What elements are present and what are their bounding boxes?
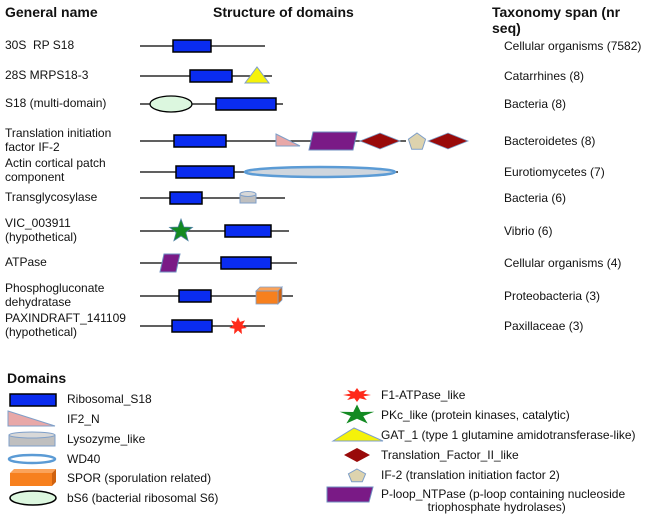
header-taxonomy: Taxonomy span (nr seq) <box>492 4 621 36</box>
row-general-name: VIC_003911(hypothetical) <box>5 216 78 244</box>
legend-label: Lysozyme_like <box>67 432 146 446</box>
legend-label: GAT_1 (type 1 glutamine amidotransferase… <box>381 428 636 442</box>
legend-label: Ribosomal_S18 <box>67 392 152 406</box>
lysozyme-like-domain <box>239 191 257 204</box>
spor-domain <box>255 286 283 305</box>
f1-atpase-like-domain <box>229 317 247 335</box>
legend-label: IF-2 (translation initiation factor 2) <box>381 468 560 482</box>
legend-swatch <box>347 468 367 483</box>
protein-row <box>140 217 289 242</box>
translation-factor-ii-like-domain <box>426 132 470 150</box>
legend-label: F1-ATPase_like <box>381 388 466 402</box>
legend-label: PKc_like (protein kinases, catalytic) <box>381 408 570 422</box>
row-taxonomy: Paxillaceae (3) <box>504 319 584 333</box>
legend-label: Translation_Factor_II_like <box>381 448 519 462</box>
row-taxonomy: Proteobacteria (3) <box>504 289 601 303</box>
row-taxonomy: Eurotiomycetes (7) <box>504 165 605 179</box>
protein-row <box>140 317 265 335</box>
legend-swatch <box>9 393 57 407</box>
legend-swatch <box>331 427 384 442</box>
protein-row <box>140 39 265 53</box>
row-general-name: Transglycosylase <box>5 190 98 204</box>
legend-swatch <box>10 469 56 486</box>
legend-swatch <box>7 410 56 427</box>
gat-1-domain <box>244 66 270 84</box>
protein-row <box>140 253 297 273</box>
legend-label: IF2_N <box>67 412 100 426</box>
ribosomal-s18-domain <box>169 191 203 205</box>
ribosomal-s18-domain <box>215 97 277 111</box>
header-general-name: General name <box>5 4 98 20</box>
protein-row <box>140 131 470 151</box>
row-general-name: 30S RP S18 <box>5 38 75 52</box>
legend-label: bS6 (bacterial ribosomal S6) <box>67 491 219 505</box>
legend-title: Domains <box>7 370 67 386</box>
row-taxonomy: Bacteria (6) <box>504 191 567 205</box>
protein-row <box>140 95 283 113</box>
p-loop-ntpase-domain <box>159 253 181 273</box>
row-taxonomy: Vibrio (6) <box>504 224 553 238</box>
protein-row <box>140 165 398 179</box>
ribosomal-s18-domain <box>178 289 212 303</box>
legend-label: P-loop_NTPase (p-loop containing nucleos… <box>381 487 626 514</box>
ribosomal-s18-domain <box>220 256 272 270</box>
protein-row <box>140 286 293 305</box>
ribosomal-s18-domain <box>189 69 233 83</box>
header-structure: Structure of domains <box>213 4 354 20</box>
p-loop-ntpase-domain <box>308 131 358 151</box>
legend-swatch <box>8 431 56 447</box>
protein-row <box>140 191 285 205</box>
row-taxonomy: Bacteroidetes (8) <box>504 134 596 148</box>
legend-label: SPOR (sporulation related) <box>67 471 212 485</box>
ribosomal-s18-domain <box>171 319 213 333</box>
ribosomal-s18-domain <box>172 39 212 53</box>
wd40-domain <box>243 165 397 179</box>
ribosomal-s18-domain <box>175 165 235 179</box>
legend-label: WD40 <box>67 452 101 466</box>
row-general-name: 28S MRPS18-3 <box>5 68 89 82</box>
row-taxonomy: Bacteria (8) <box>504 97 567 111</box>
if2-n-domain <box>275 133 301 147</box>
row-general-name: PAXINDRAFT_141109(hypothetical) <box>5 311 126 339</box>
legend-swatch <box>339 404 375 424</box>
legend-swatch <box>7 453 57 465</box>
translation-factor-ii-like-domain <box>358 132 402 150</box>
ribosomal-s18-domain <box>173 134 227 148</box>
pkc-like-domain <box>168 217 194 242</box>
row-taxonomy: Cellular organisms (7582) <box>504 39 642 53</box>
ribosomal-s18-domain <box>224 224 272 238</box>
if-2-domain <box>407 132 427 150</box>
row-taxonomy: Catarrhines (8) <box>504 69 585 83</box>
legend-swatch <box>343 388 371 402</box>
legend-swatch <box>344 448 370 462</box>
legend-swatch <box>326 486 374 503</box>
protein-row <box>140 66 272 84</box>
row-taxonomy: Cellular organisms (4) <box>504 256 622 270</box>
row-general-name: S18 (multi-domain) <box>5 96 107 110</box>
bs6-domain <box>149 95 193 113</box>
legend-swatch <box>9 490 57 506</box>
row-general-name: ATPase <box>5 255 47 269</box>
